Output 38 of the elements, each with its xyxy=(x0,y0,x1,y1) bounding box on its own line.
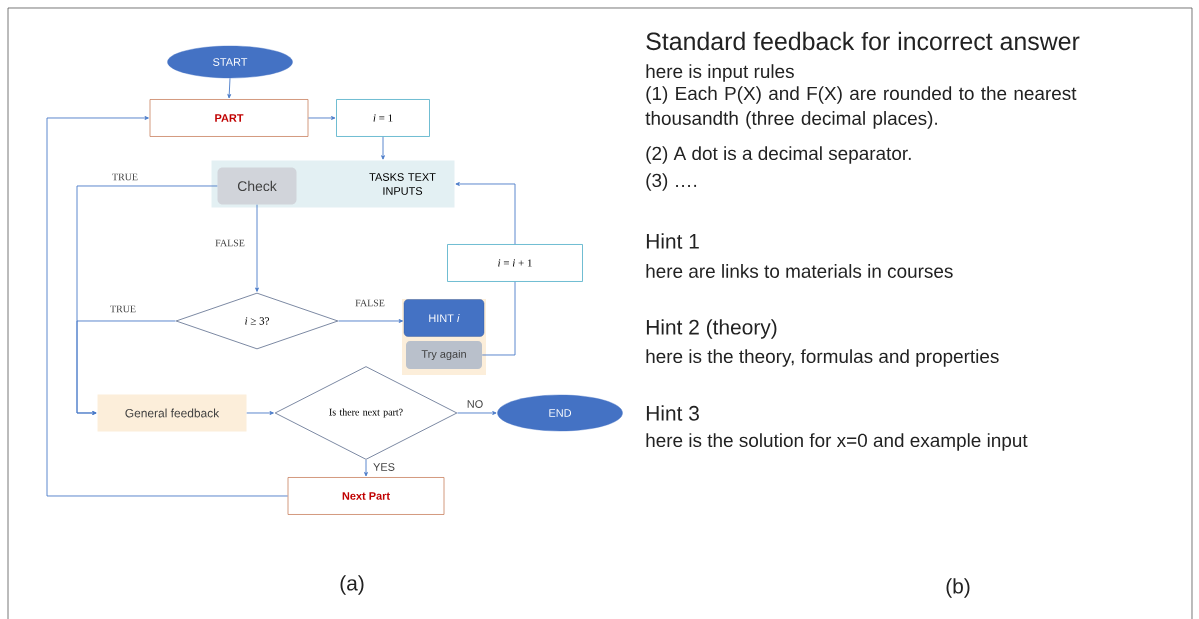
edge-label: FALSE xyxy=(214,238,246,248)
arrow xyxy=(227,77,232,99)
arrow xyxy=(255,204,259,292)
hint-title: Hint 2 (theory) xyxy=(646,319,777,339)
process-box: Next Part xyxy=(287,477,445,515)
body-text: here are links to materials in courses xyxy=(646,264,953,278)
arrow xyxy=(364,459,368,477)
check-button: Check xyxy=(217,167,297,205)
body-text: here is the solution for x=0 and example input xyxy=(646,433,1028,451)
body-text: (1) Each P(X) and F(X) are rounded to the nearest thousandth (three decimal places). xyxy=(645,86,1077,129)
process-box: PART xyxy=(149,99,309,137)
hint-title: Hint 1 xyxy=(646,233,699,249)
hint-title: Hint 3 xyxy=(646,405,699,421)
body-text: here is the theory, formulas and properties xyxy=(646,349,999,367)
panel-caption: (b) xyxy=(946,578,970,598)
arrow xyxy=(246,411,274,415)
edge-label: YES xyxy=(372,462,396,472)
edge-label: FALSE xyxy=(354,298,386,308)
panel-caption: (a) xyxy=(340,575,364,595)
process-box: i = 1 xyxy=(336,99,430,137)
arrow xyxy=(337,319,404,323)
edge-label: NO xyxy=(465,399,485,409)
arrow xyxy=(455,182,516,245)
arrow xyxy=(381,136,385,160)
arrow xyxy=(307,116,336,120)
process-box: i = i + 1 xyxy=(447,244,583,282)
edge-label: TRUE xyxy=(111,172,139,182)
retry-button: Try again xyxy=(406,341,482,369)
edge-label: TRUE xyxy=(109,304,137,314)
body-text: here is input rules xyxy=(646,64,794,82)
body-text: (2) A dot is a decimal separator. xyxy=(646,146,911,164)
feedback-box: General feedback xyxy=(97,394,247,432)
hint-button: HINT i xyxy=(403,299,485,337)
heading-text: Standard feedback for incorrect answer xyxy=(646,31,1080,51)
body-text: (3) …. xyxy=(646,173,697,191)
arrow xyxy=(456,411,497,415)
arrow xyxy=(76,320,177,415)
arrow xyxy=(46,116,289,497)
